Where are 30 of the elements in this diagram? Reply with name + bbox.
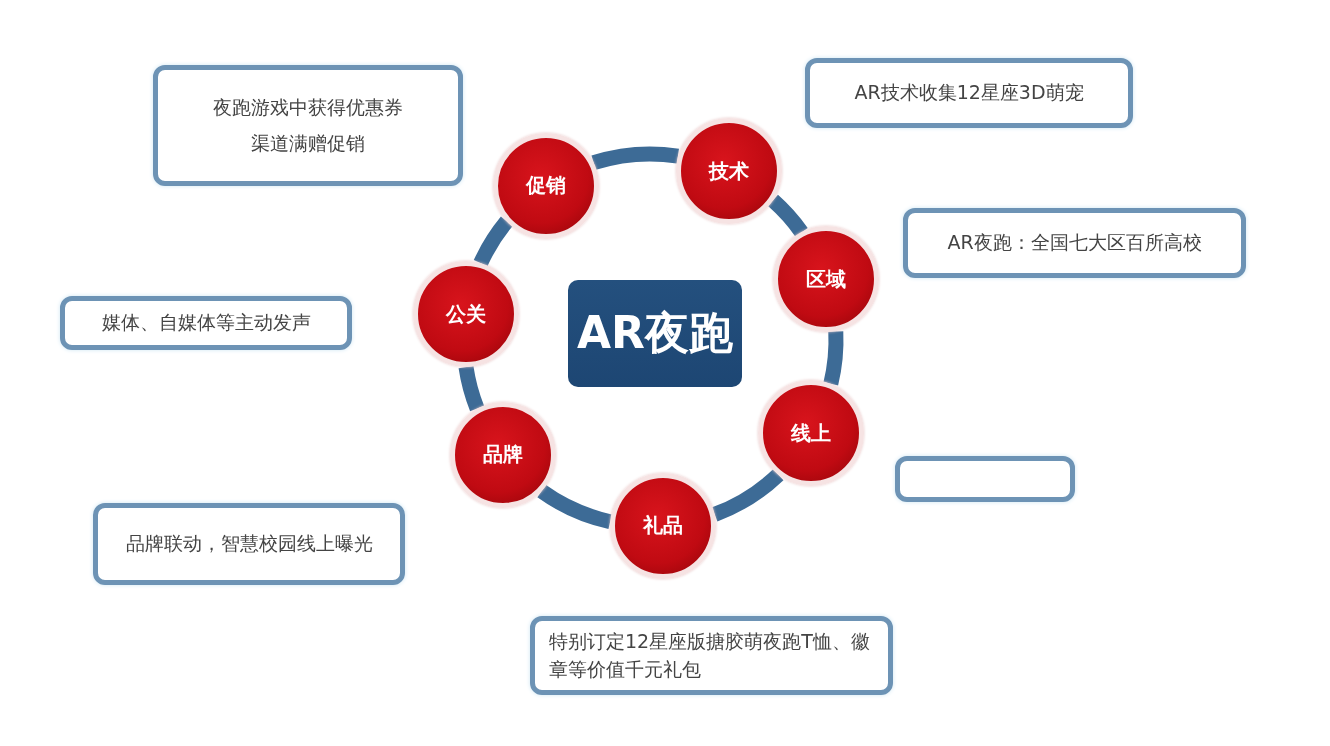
note-text: 品牌联动，智慧校园线上曝光 xyxy=(125,531,373,557)
ring-segment xyxy=(711,469,784,522)
note-text: 渠道满赠促销 xyxy=(251,130,365,156)
topic-label: 礼品 xyxy=(642,512,683,540)
note-text: AR夜跑：全国七大区百所高校 xyxy=(947,230,1202,256)
ring-segment xyxy=(767,194,808,237)
note-box xyxy=(93,503,405,585)
note-text: 夜跑游戏中获得优惠券 xyxy=(213,94,403,120)
note-text: 媒体、自媒体等主动发声 xyxy=(101,310,311,336)
title-box xyxy=(568,280,742,387)
topic-label: 线上 xyxy=(791,419,832,447)
note-box xyxy=(895,456,1075,502)
note-text: AR技术收集12星座3D萌宠 xyxy=(854,80,1084,106)
note-text: 特别订定12星座版搪胶萌夜跑T恤、徽章等价值千元礼包 xyxy=(549,628,871,682)
note-box xyxy=(153,65,463,186)
title-text: AR夜跑 xyxy=(577,306,733,360)
topic-label: 促销 xyxy=(526,172,566,200)
ring-segment xyxy=(473,216,513,267)
note-box xyxy=(60,296,352,350)
topic-label: 技术 xyxy=(708,157,749,185)
ring-segment xyxy=(537,484,613,529)
topic-label: 区域 xyxy=(805,265,846,293)
topic-label: 公关 xyxy=(445,300,486,328)
topic-label: 品牌 xyxy=(483,441,524,468)
ring-segment xyxy=(591,146,679,170)
note-box xyxy=(805,58,1133,128)
ring-segment xyxy=(458,365,485,412)
ring-segment xyxy=(823,331,844,386)
note-box xyxy=(530,616,893,695)
note-box xyxy=(903,208,1246,278)
